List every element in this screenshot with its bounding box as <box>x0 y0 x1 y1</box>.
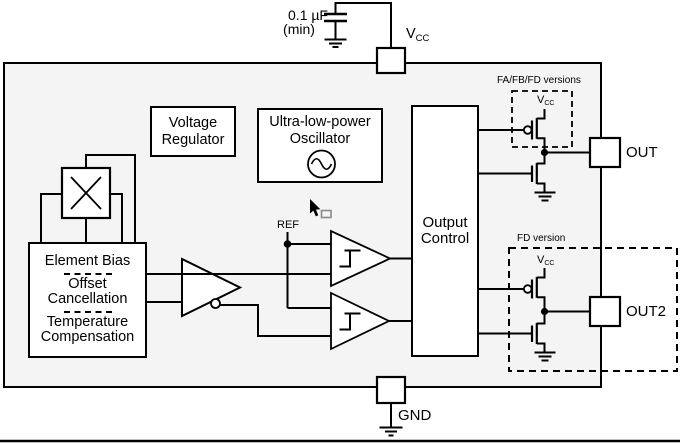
divider <box>63 310 112 313</box>
pmos-gate-bubble-icon <box>523 125 533 135</box>
oscillator-label-line1: Ultra-low-power <box>269 114 371 130</box>
hysteresis-icon <box>339 312 361 331</box>
ground-icon <box>534 191 556 202</box>
oscillator-label-line2: Oscillator <box>289 130 351 147</box>
vcc-label-upper-stage: VCC <box>537 94 555 107</box>
hall-element <box>40 154 136 242</box>
bypass-capacitor <box>324 2 392 48</box>
pmos-gate-bubble-icon <box>523 284 533 294</box>
output-control-label-line2: Control <box>420 230 470 247</box>
push-pull-versions-label: FA/FB/FD versions <box>497 75 581 86</box>
offset-cancellation-label-line1: Offset <box>68 275 107 292</box>
junction-dot <box>283 240 292 248</box>
temperature-compensation-label-line1: Temperature <box>46 313 129 330</box>
out2-pin-label: OUT2 <box>626 303 667 320</box>
multiply-icon <box>70 176 102 210</box>
upper-output-stage <box>523 109 590 202</box>
out-pin-label: OUT <box>626 144 658 161</box>
sine-oscillator-icon <box>307 149 336 179</box>
gnd-pin <box>375 375 407 405</box>
push-pull-dashed-box <box>511 90 573 148</box>
offset-cancellation-label-line2: Cancellation <box>47 291 128 308</box>
ground-icon <box>379 426 403 437</box>
out-pin <box>588 136 622 169</box>
ref-label: REF <box>277 219 299 231</box>
voltage-regulator-label-line2: Regulator <box>161 131 225 148</box>
ground-icon <box>324 38 347 48</box>
gnd-pin-label: GND <box>398 407 432 424</box>
fd-version-label: FD version <box>517 233 566 244</box>
output-control-block: Output Control <box>411 105 479 357</box>
amplifier-symbol <box>181 257 243 318</box>
output-control-label-line1: Output <box>422 213 468 231</box>
inverter-bubble-icon <box>210 298 221 309</box>
element-bias-label: Element Bias <box>44 253 131 270</box>
voltage-regulator-block: Voltage Regulator <box>150 106 236 157</box>
divider <box>63 272 112 275</box>
vcc-label-lower-stage: VCC <box>537 254 555 267</box>
temperature-compensation-label-line2: Compensation <box>40 329 135 346</box>
vcc-pin <box>375 46 407 75</box>
lower-comparator-symbol <box>330 291 392 351</box>
fd-version-dashed-box <box>508 247 678 372</box>
hysteresis-icon <box>339 249 361 268</box>
lower-output-stage <box>523 268 590 362</box>
cap-min-label: (min) <box>283 21 315 37</box>
vcc-pin-label: VCC <box>406 26 430 44</box>
gnd-connection <box>379 403 403 437</box>
mouse-cursor-icon <box>310 199 332 219</box>
signal-wires <box>147 129 532 337</box>
upper-comparator-symbol <box>330 229 393 288</box>
out2-pin <box>588 295 622 328</box>
ground-icon <box>534 351 556 362</box>
signal-conditioning-block: Element Bias Offset Cancellation Tempera… <box>28 242 147 358</box>
voltage-regulator-label-line1: Voltage <box>168 115 218 131</box>
cap-value-label: 0.1 µF <box>288 7 328 23</box>
